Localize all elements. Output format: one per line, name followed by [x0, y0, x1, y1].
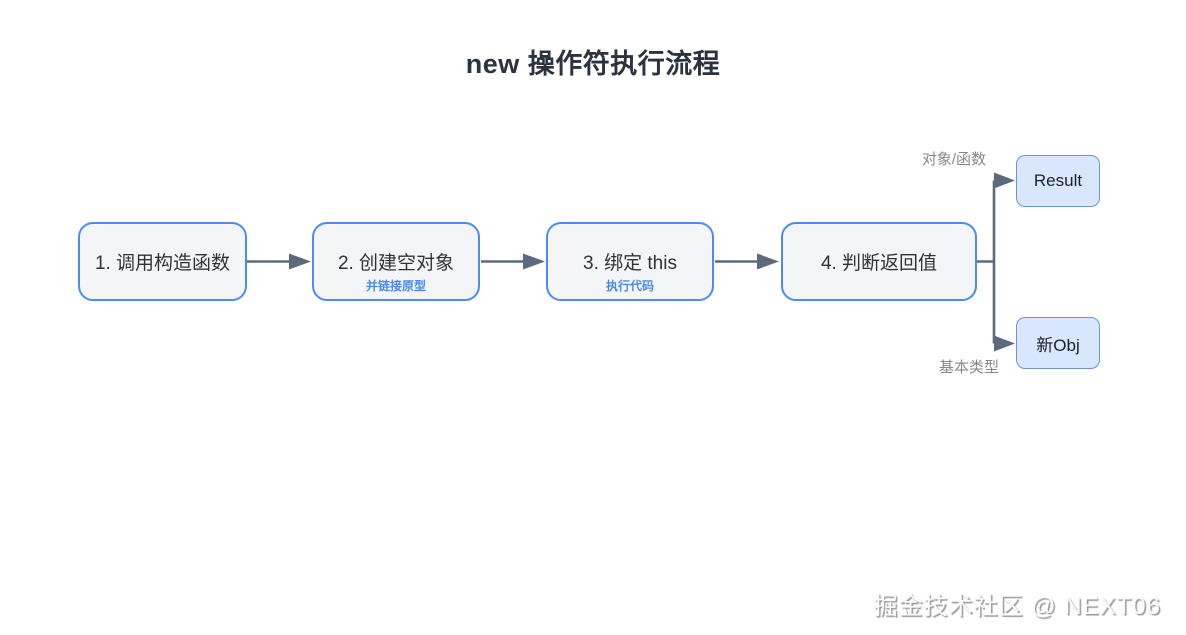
- step-label: 4. 判断返回值: [820, 253, 938, 274]
- step-label: 2. 创建空对象: [337, 253, 455, 274]
- outcome-node-new-obj: 新Obj: [1016, 317, 1100, 369]
- step-label: 1. 调用构造函数: [94, 253, 231, 274]
- outcome-node-result: Result: [1016, 155, 1100, 207]
- step-node-check-return-value: 4. 判断返回值: [781, 222, 977, 301]
- step-node-call-constructor: 1. 调用构造函数: [78, 222, 247, 301]
- arrow-step2-to-step3: [481, 253, 545, 270]
- arrow-step1-to-step2: [247, 253, 311, 270]
- step-sublabel: 并链接原型: [365, 279, 426, 293]
- step-node-bind-this: 3. 绑定 this 执行代码: [546, 222, 714, 301]
- step-sublabel: 执行代码: [605, 279, 654, 293]
- diagram-title: new 操作符执行流程: [465, 49, 721, 79]
- watermark-text: 掘金技术社区 @ NEXT06: [873, 593, 1161, 620]
- edge-label-primitive-type: 基本类型: [938, 359, 999, 376]
- outcome-label: 新Obj: [1036, 335, 1080, 355]
- arrow-branch-to-newobj: [994, 335, 1015, 352]
- arrow-branch-to-result: [994, 172, 1015, 189]
- branch-trunk-line: [977, 180, 996, 344]
- arrow-step3-to-step4: [715, 253, 779, 270]
- edge-label-object-function: 对象/函数: [921, 151, 986, 168]
- step-node-create-empty-object: 2. 创建空对象 并链接原型: [312, 222, 480, 301]
- outcome-label: Result: [1033, 171, 1083, 190]
- step-label: 3. 绑定 this: [583, 253, 677, 274]
